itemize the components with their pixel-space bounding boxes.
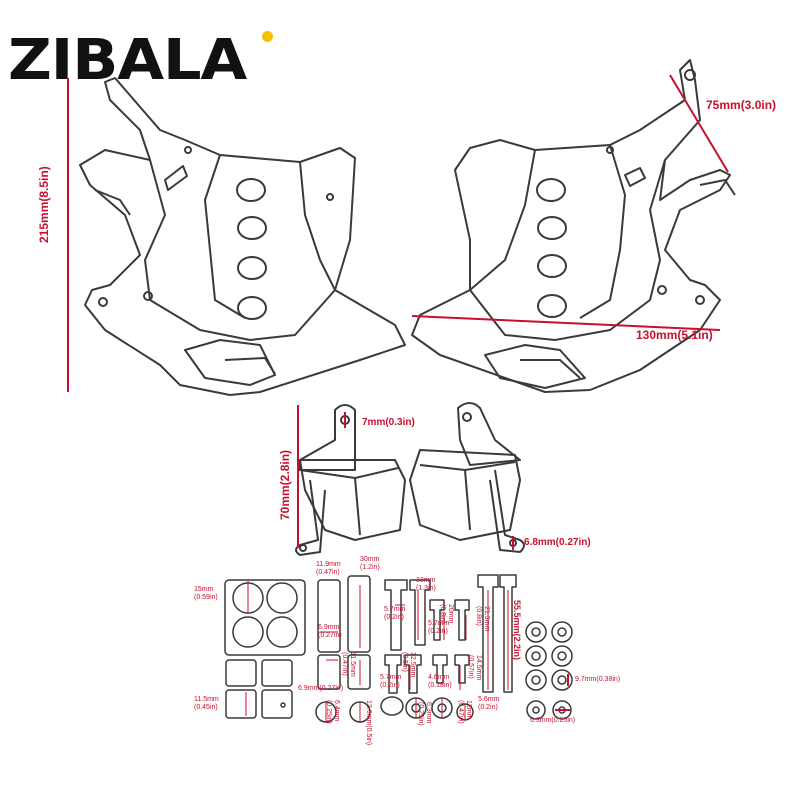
dimension-spacer-inner-label: 6.9mm (0.27in) (318, 624, 342, 639)
dimension-washer-b-label: 12.6mm(0.5in) (365, 700, 372, 746)
dimension-bracket-height-label: 70mm(2.8in) (278, 449, 292, 520)
right-skid-plate-drawing (411, 59, 736, 393)
dimension-bolt-len-a-label: 33mm (1.3in) (416, 577, 436, 592)
dimension-bolt-len-c-label: 14.5mm (0.57in) (467, 655, 482, 681)
left-skid-plate-drawing (79, 77, 406, 396)
dimension-washer-inner-label: 6.3mm(0.25in) (530, 717, 576, 724)
dimension-washer-c-label: 6.3mm (0.25in) (417, 702, 432, 726)
dimension-washer-outer-label: 9.7mm(0.38in) (575, 676, 621, 683)
dimension-washer-d-label: 12mm (0.47in) (457, 700, 472, 724)
left-bracket-drawing (295, 404, 406, 556)
washers-drawing (525, 621, 573, 720)
dimension-bolt-long-head-label: 5.6mm (0.2in) (478, 696, 500, 711)
dimension-spacer-short-len-label: 11.5mm (0.47in) (341, 652, 356, 677)
dimension-spacer-dia-label: 11.9mm (0.47in) (316, 561, 341, 576)
brand-logo: ZIBALA (8, 28, 247, 93)
dimension-bolt-long-len-label: 55.5mm(2.2in) (512, 600, 522, 661)
dimension-bolt-short-head-label: 5.7mm (0.2in) (380, 674, 402, 689)
dimension-bolt-head-a-label: 5.7mm (0.2in) (384, 606, 406, 621)
dimension-spacer-len-label: 30mm (1.2in) (360, 556, 380, 571)
dimension-spacer-short-dia-label: 6.9mm(0.27in) (298, 685, 344, 692)
dimension-lower-hole-label: 6.8mm(0.27in) (524, 537, 591, 548)
dimension-pad-small-label: 11.5mm (0.45in) (194, 696, 219, 711)
dimension-bolt-head-b-label: 5.7mm (0.2in) (428, 620, 450, 635)
dimension-bracket-top-label: 75mm(3.0in) (706, 98, 777, 112)
dimension-width-label: 130mm(5.1in) (636, 328, 713, 342)
right-bracket-drawing (409, 402, 525, 553)
dimension-lines (67, 74, 729, 711)
dimension-bolt-len-b-label: 20mm (0.8in) (439, 604, 454, 624)
dimension-washer-a-label: 6.4mm (0.25in) (325, 700, 340, 724)
logo-accent-dot (262, 31, 273, 42)
rubber-pads-drawing (224, 579, 306, 719)
dimension-pad-large-label: 15mm (0.59in) (194, 586, 218, 601)
dimension-bracket-hole-label: 7mm(0.3in) (362, 417, 415, 428)
dimension-nut-size-label: 4.6mm (0.18in) (428, 674, 452, 689)
dimension-bolt-short-len-label: 12.5mm (0.5in) (401, 652, 416, 678)
dimension-height-label: 215mm(8.5in) (37, 166, 51, 243)
dimension-bolt-len-d-label: 21.3mm (0.8in) (475, 606, 490, 632)
small-dimension-lines (245, 580, 509, 722)
